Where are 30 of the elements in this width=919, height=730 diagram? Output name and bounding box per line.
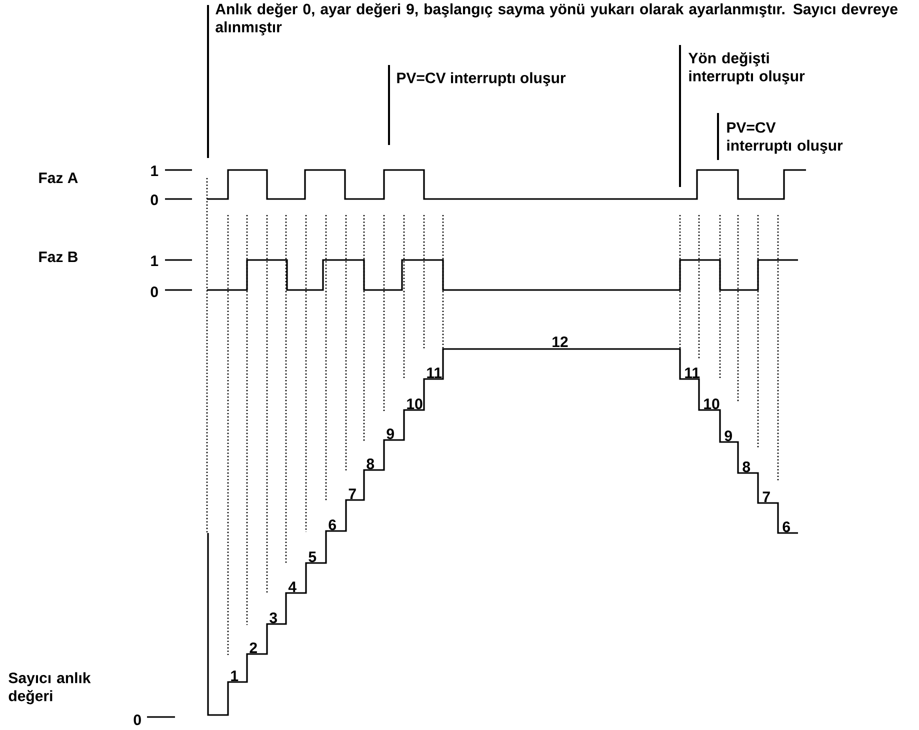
signal-name: Faz B: [39, 252, 78, 262]
count-value: 8: [366, 458, 374, 470]
annotation-text: PV=CV interruptı oluşur: [397, 72, 566, 86]
level-label: 0: [150, 194, 158, 206]
count-value: 4: [288, 582, 296, 592]
level-label: 0: [134, 714, 141, 726]
count-value: 7: [762, 492, 770, 502]
count-value: 12: [552, 336, 568, 347]
count-value: 8: [742, 462, 750, 472]
count-value: 9: [386, 428, 394, 440]
count-value: 5: [308, 552, 316, 562]
count-value: 9: [724, 430, 732, 442]
count-value: 11: [685, 368, 700, 378]
level-label: 0: [150, 286, 158, 298]
annotation-text: PV=CV interruptı oluşur: [727, 122, 843, 154]
annotation-text: Anlık değer 0, ayar değeri 9, başlangıç sayma yönü yukarı olarak ayarlanmıştır. Sayıcı devreye alınmıştır: [216, 3, 898, 36]
signal-name: Faz A: [39, 172, 78, 184]
level-label: 1: [151, 256, 158, 266]
count-value: 1: [231, 670, 238, 681]
count-value: 11: [427, 368, 442, 378]
count-value: 10: [407, 398, 422, 410]
count-value: 2: [250, 642, 257, 653]
count-value: 6: [782, 522, 790, 532]
count-value: 3: [270, 612, 277, 624]
level-label: 1: [151, 166, 158, 176]
count-value: 6: [328, 520, 336, 530]
count-value: 7: [348, 488, 356, 499]
annotation-text: Yön değişti interruptı oluşur: [688, 52, 805, 84]
signal-name: Sayıcı anlık değeri: [8, 672, 91, 704]
count-value: 10: [704, 398, 720, 410]
